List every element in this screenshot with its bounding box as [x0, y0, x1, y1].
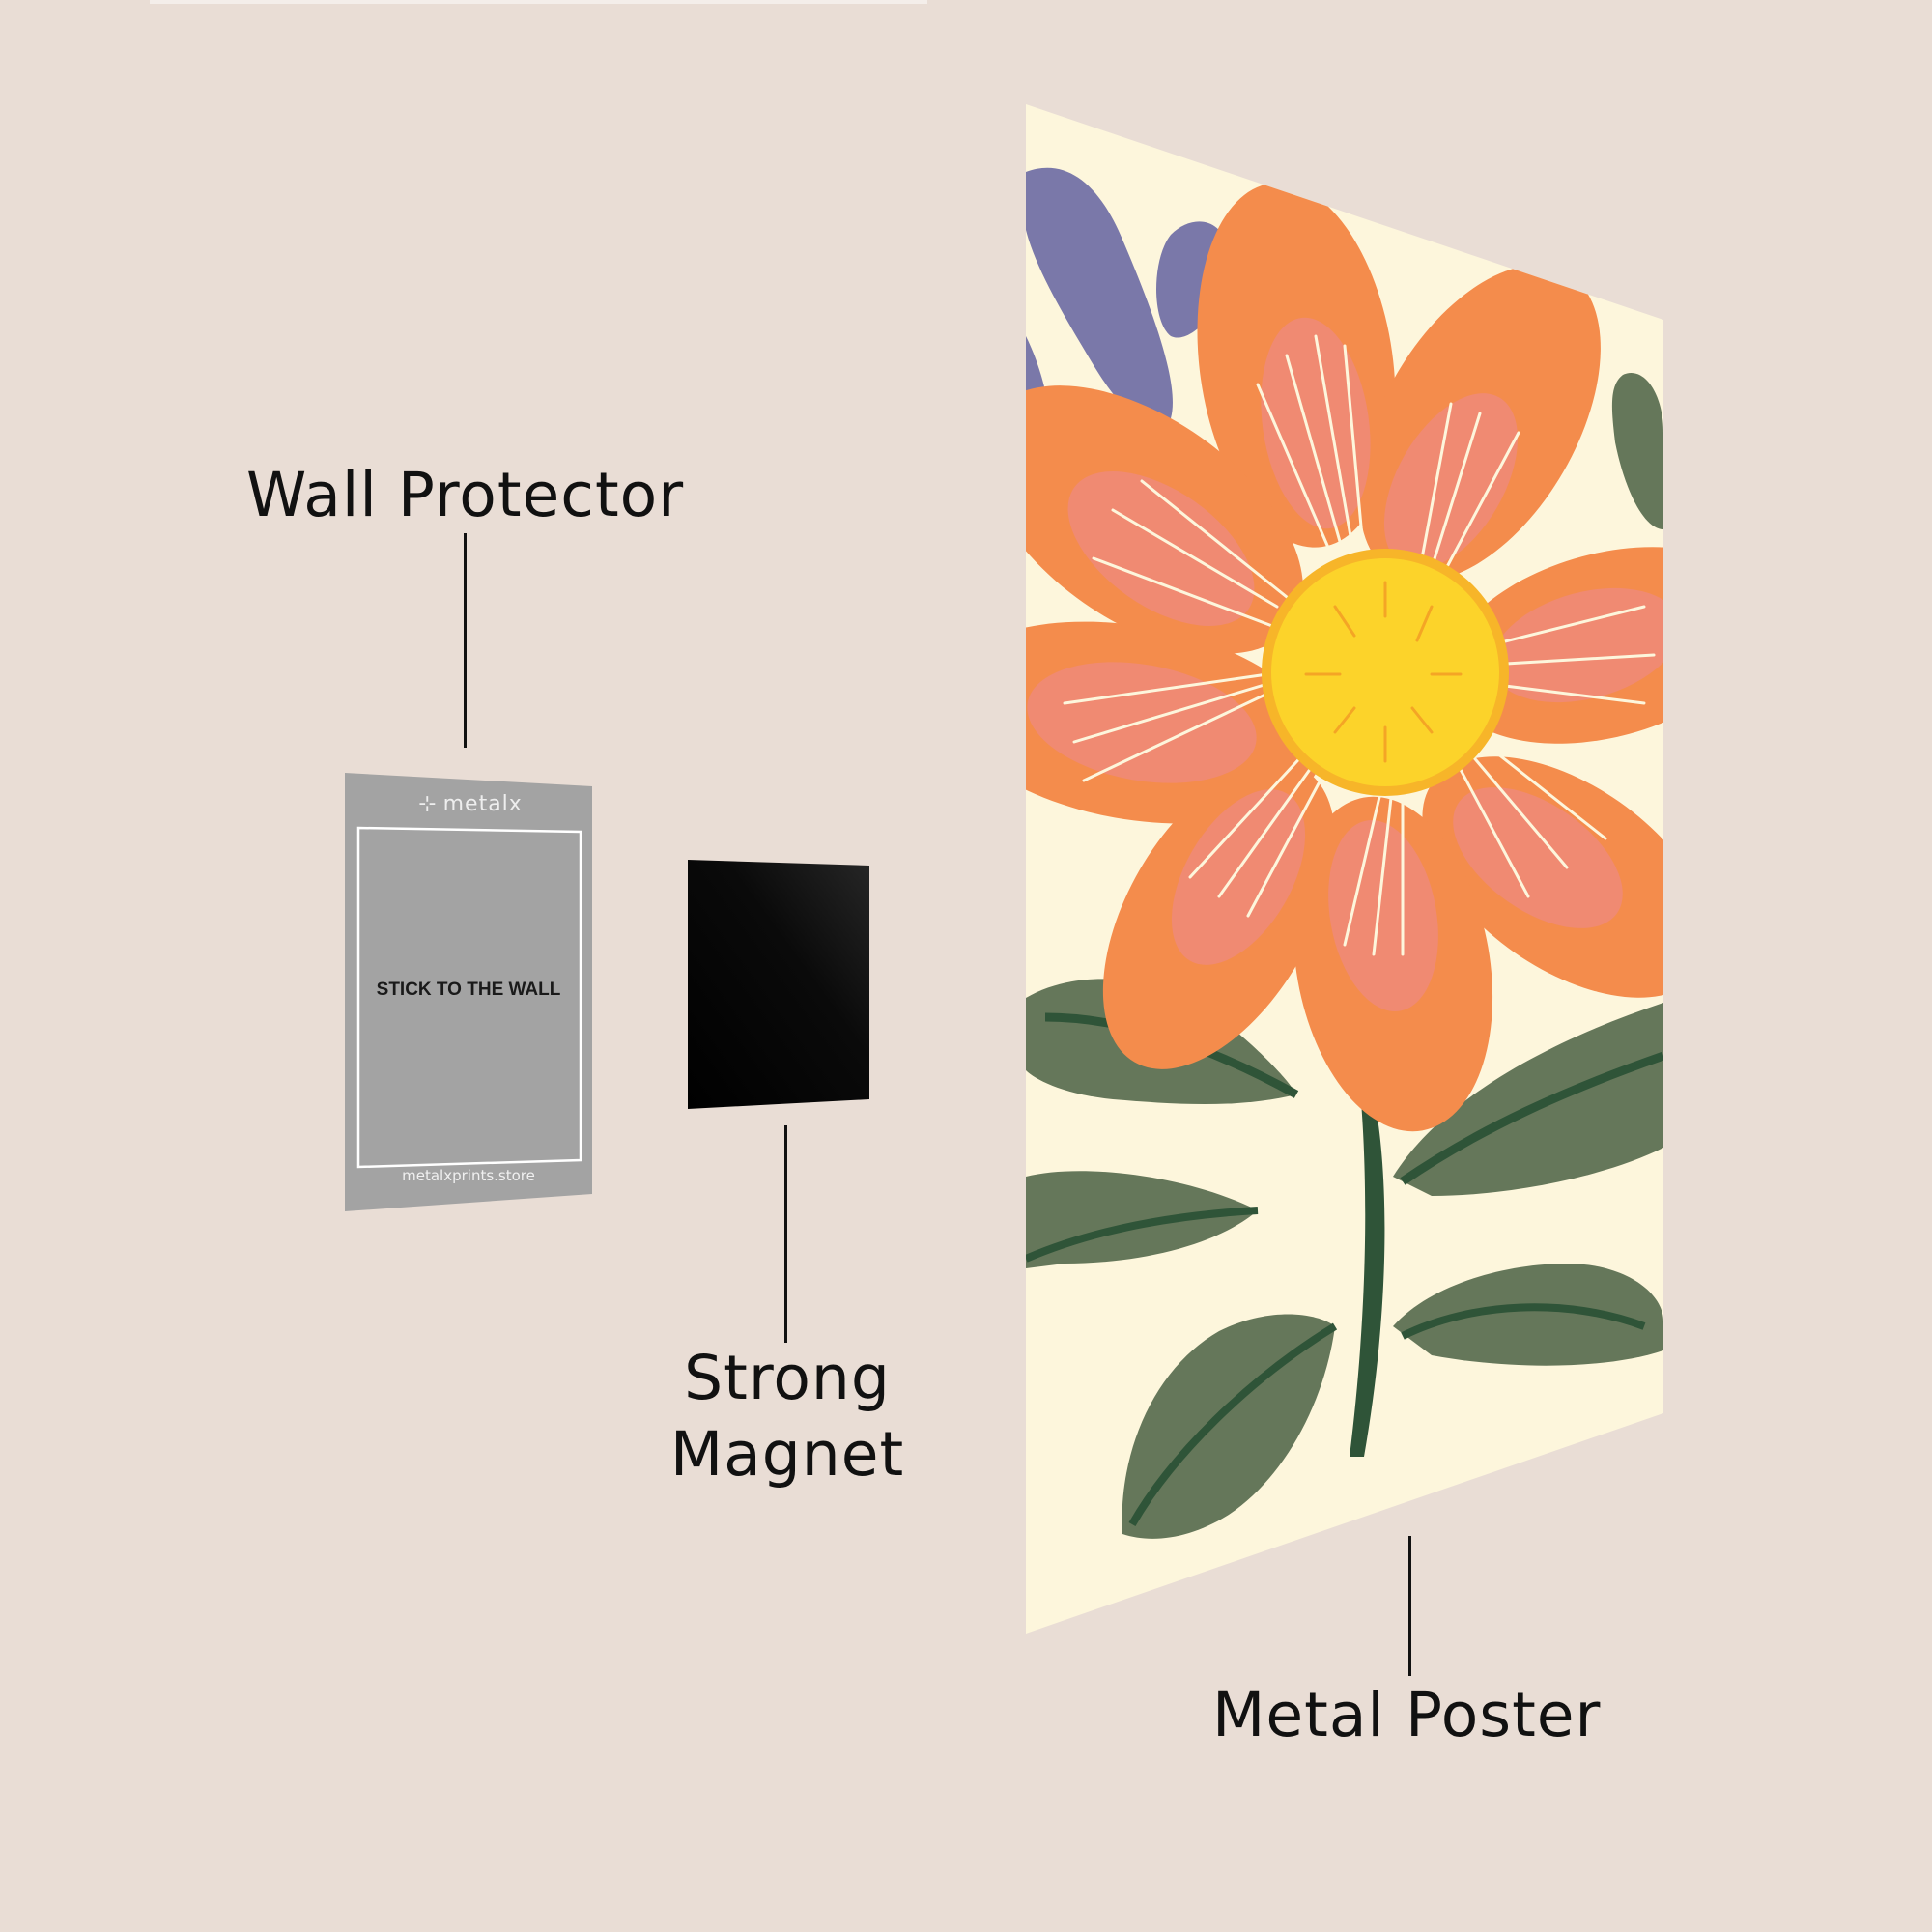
- metal-poster-label: Metal Poster: [1212, 1680, 1602, 1750]
- green-accent-leaf: [1611, 373, 1663, 529]
- petal-vein-lines: [1063, 334, 1656, 956]
- strong-magnet-label-line2: Magnet: [669, 1418, 905, 1490]
- flower-center: [1271, 558, 1499, 786]
- strong-magnet-leader-line: [784, 1125, 787, 1343]
- strong-magnet-label-line1: Strong: [684, 1343, 891, 1413]
- leaf-left-bottom: [1122, 1314, 1335, 1539]
- wall-protector-shape: [345, 773, 592, 1211]
- strong-magnet-label: Strong Magnet: [667, 1341, 908, 1493]
- leaf-right-bottom: [1393, 1264, 1663, 1366]
- wall-protector-label: Wall Protector: [246, 460, 685, 530]
- metalx-logo-text: metalx: [442, 792, 523, 816]
- wall-protector-card: ⊹metalx STICK TO THE WALL metalxprints.s…: [345, 773, 592, 1211]
- top-edge-strip: [150, 0, 927, 4]
- website-text: metalxprints.store: [402, 1167, 535, 1184]
- flower-center-marks: [1304, 581, 1463, 763]
- metal-poster-leader-line: [1408, 1536, 1411, 1676]
- metalx-logo: ⊹metalx: [412, 792, 528, 816]
- metal-poster: [1026, 104, 1663, 1634]
- metalx-logo-icon: ⊹: [418, 792, 438, 816]
- wall-protector-leader-line: [464, 533, 467, 748]
- strong-magnet: [688, 860, 869, 1109]
- stick-to-wall-text: STICK TO THE WALL: [376, 980, 561, 1000]
- purple-leaf-shape: [1026, 167, 1173, 427]
- flower-stem: [1350, 1080, 1385, 1457]
- leaf-left-middle: [1026, 1171, 1258, 1268]
